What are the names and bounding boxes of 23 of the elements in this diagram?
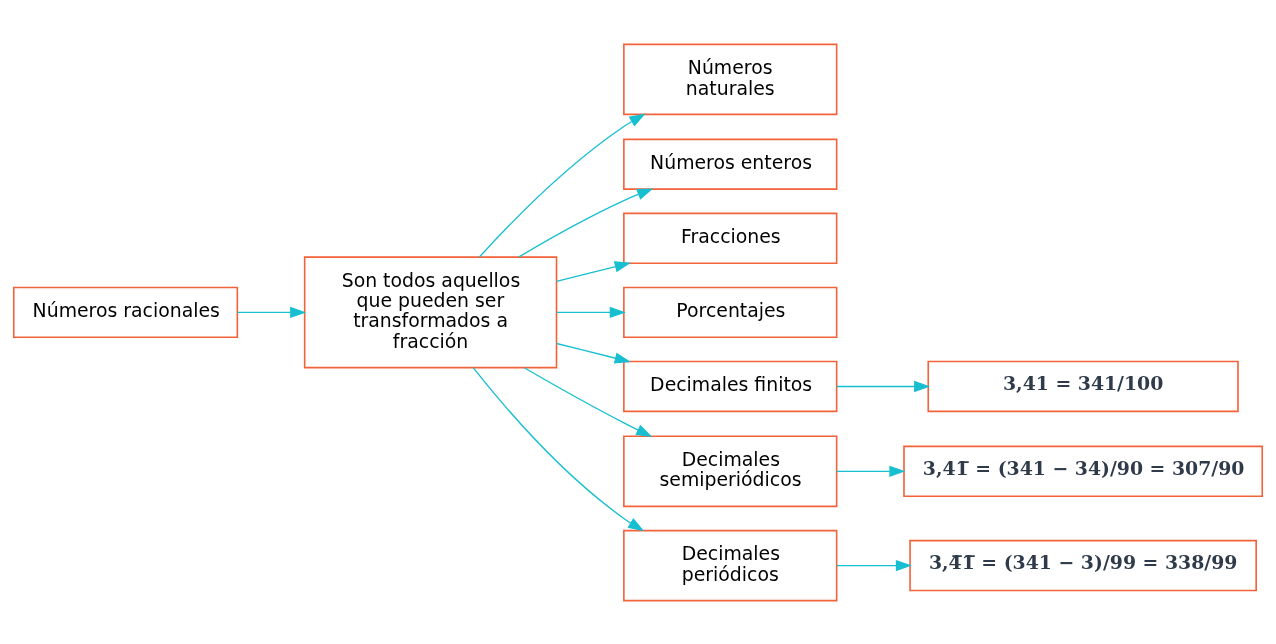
arrow (555, 260, 631, 282)
node-box: Son todos aquellos que pueden ser transformados a fracción (303, 255, 558, 368)
arrow (518, 187, 654, 258)
node-box: Fracciones (623, 212, 838, 264)
node-box: Números naturales (623, 43, 838, 115)
arrow (236, 306, 307, 318)
arrow (836, 465, 906, 477)
arrow (555, 342, 631, 364)
arrow (478, 112, 646, 258)
arrow (836, 559, 913, 571)
node-box: Decimales periódicos (623, 529, 838, 601)
arrow (472, 366, 645, 531)
arrow (836, 380, 931, 392)
node-box: Porcentajes (623, 286, 838, 338)
node-box: Números racionales (12, 286, 239, 338)
node-box: 3,41 = 341/100 (927, 360, 1239, 412)
node-box: Decimales semiperiódicos (623, 435, 838, 507)
node-box: Decimales finitos (623, 360, 838, 412)
node-box: 3,41̅ = (341 − 34)/90 = 307/90 (903, 445, 1264, 497)
arrow (523, 366, 653, 437)
node-box: 3,4̅1̅ = (341 − 3)/99 = 338/99 (909, 539, 1257, 591)
arrow (555, 306, 626, 318)
node-box: Números enteros (623, 138, 838, 190)
